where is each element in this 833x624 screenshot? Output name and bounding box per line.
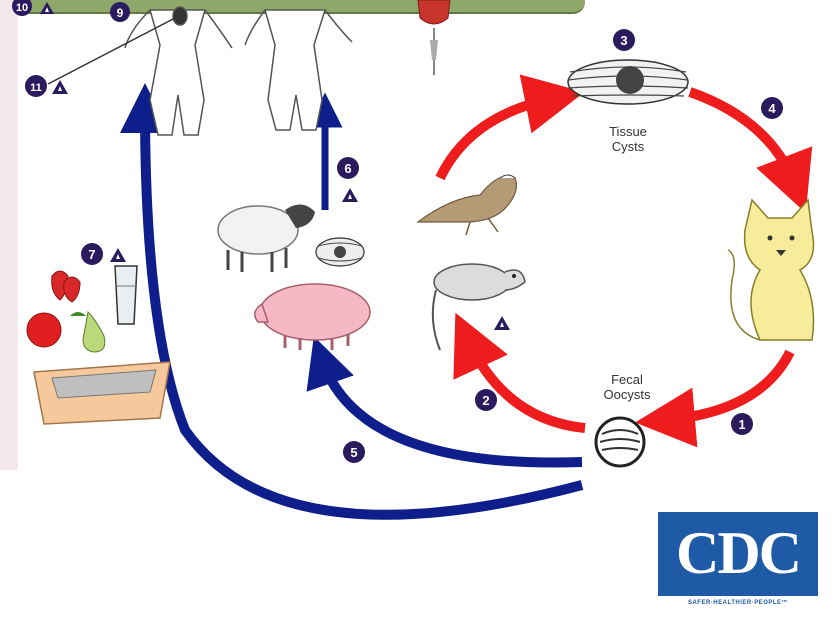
bird-icon bbox=[418, 175, 516, 235]
svg-text:6: 6 bbox=[344, 161, 351, 176]
strawberries-icon bbox=[52, 271, 80, 302]
transfusion-bag-icon bbox=[418, 0, 450, 75]
step-badge-6: 6 bbox=[337, 157, 359, 179]
step-badge-7: 7 bbox=[81, 243, 103, 265]
tissue-cyst-small-icon bbox=[316, 238, 364, 266]
step-badge-1: 1 bbox=[731, 413, 753, 435]
step-badge-11: 11 bbox=[25, 75, 47, 97]
apple-icon bbox=[27, 313, 61, 347]
step-badge-10: 10 bbox=[12, 0, 32, 16]
sheep-icon bbox=[218, 204, 315, 272]
cdc-logo-tagline: SAFER·HEALTHIER·PEOPLE™ bbox=[658, 600, 818, 606]
step-badge-2: 2 bbox=[475, 389, 497, 411]
cdc-logo-box: CDC bbox=[658, 512, 818, 596]
human-figure-right bbox=[245, 10, 352, 130]
svg-text:11: 11 bbox=[30, 82, 42, 94]
svg-text:7: 7 bbox=[88, 247, 95, 262]
cdc-logo-text: CDC bbox=[658, 518, 818, 588]
pig-icon bbox=[255, 284, 370, 350]
tissue-cysts-label: Tissue Cysts bbox=[596, 124, 660, 154]
water-glass-icon bbox=[115, 266, 137, 324]
rodent-icon bbox=[433, 264, 525, 350]
svg-text:9: 9 bbox=[117, 6, 124, 20]
svg-text:10: 10 bbox=[16, 2, 28, 14]
svg-text:4: 4 bbox=[768, 101, 776, 116]
svg-text:1: 1 bbox=[738, 417, 745, 432]
red-arrow-oocysts-to-rodent bbox=[468, 340, 585, 428]
litter-box-icon bbox=[34, 362, 170, 424]
fecal-oocyst-icon bbox=[596, 418, 644, 466]
cat-icon bbox=[728, 200, 814, 340]
svg-text:5: 5 bbox=[350, 445, 357, 460]
step-badge-4: 4 bbox=[761, 97, 783, 119]
pear-icon bbox=[70, 312, 105, 352]
cdc-logo: CDC SAFER·HEALTHIER·PEOPLE™ bbox=[658, 512, 818, 616]
fecal-oocysts-label: Fecal Oocysts bbox=[594, 372, 660, 402]
red-arrow-cat-to-oocysts bbox=[665, 352, 790, 420]
left-edge-strip bbox=[0, 0, 18, 470]
tissue-cysts-icon bbox=[568, 60, 688, 104]
svg-text:3: 3 bbox=[620, 33, 627, 48]
step-badge-5: 5 bbox=[343, 441, 365, 463]
svg-text:2: 2 bbox=[482, 393, 489, 408]
red-arrow-bird-to-cysts bbox=[440, 98, 555, 178]
step-badge-3: 3 bbox=[613, 29, 635, 51]
step-badge-9: 9 bbox=[110, 2, 130, 22]
